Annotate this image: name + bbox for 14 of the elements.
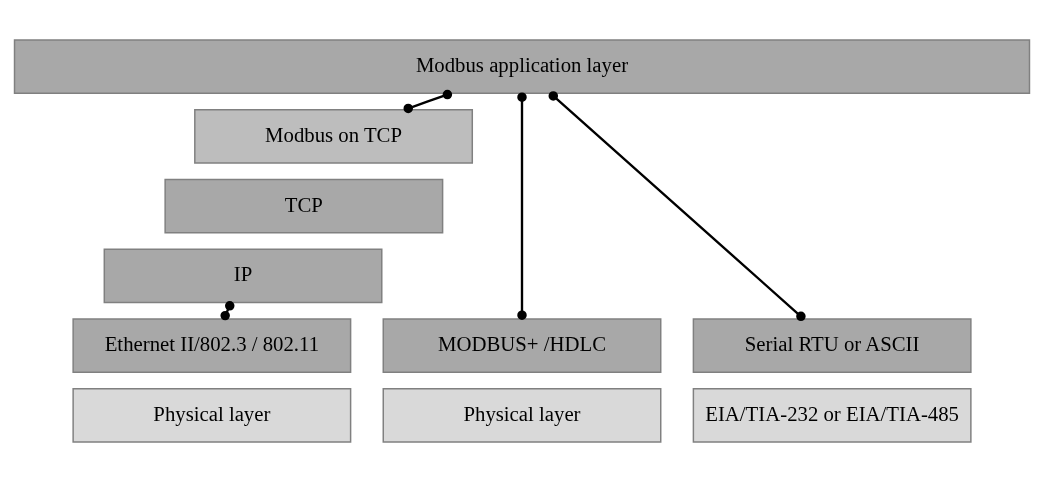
node-box: Physical layer bbox=[382, 387, 662, 443]
node-box: Modbus on TCP bbox=[194, 108, 474, 164]
connector bbox=[548, 91, 806, 322]
node-box: TCP bbox=[164, 178, 444, 234]
node-box: EIA/TIA-232 or EIA/TIA-485 bbox=[692, 387, 972, 443]
node-box: Physical layer bbox=[72, 387, 352, 443]
node-box: Ethernet II/802.3 / 802.11 bbox=[72, 318, 352, 374]
node-box: IP bbox=[103, 248, 383, 304]
node-box: MODBUS+ /HDLC bbox=[382, 318, 662, 374]
connector bbox=[517, 92, 527, 320]
node-box: Serial RTU or ASCII bbox=[692, 318, 972, 374]
connector bbox=[220, 301, 235, 321]
connector bbox=[403, 89, 453, 114]
node-box: Modbus application layer bbox=[13, 39, 1031, 95]
